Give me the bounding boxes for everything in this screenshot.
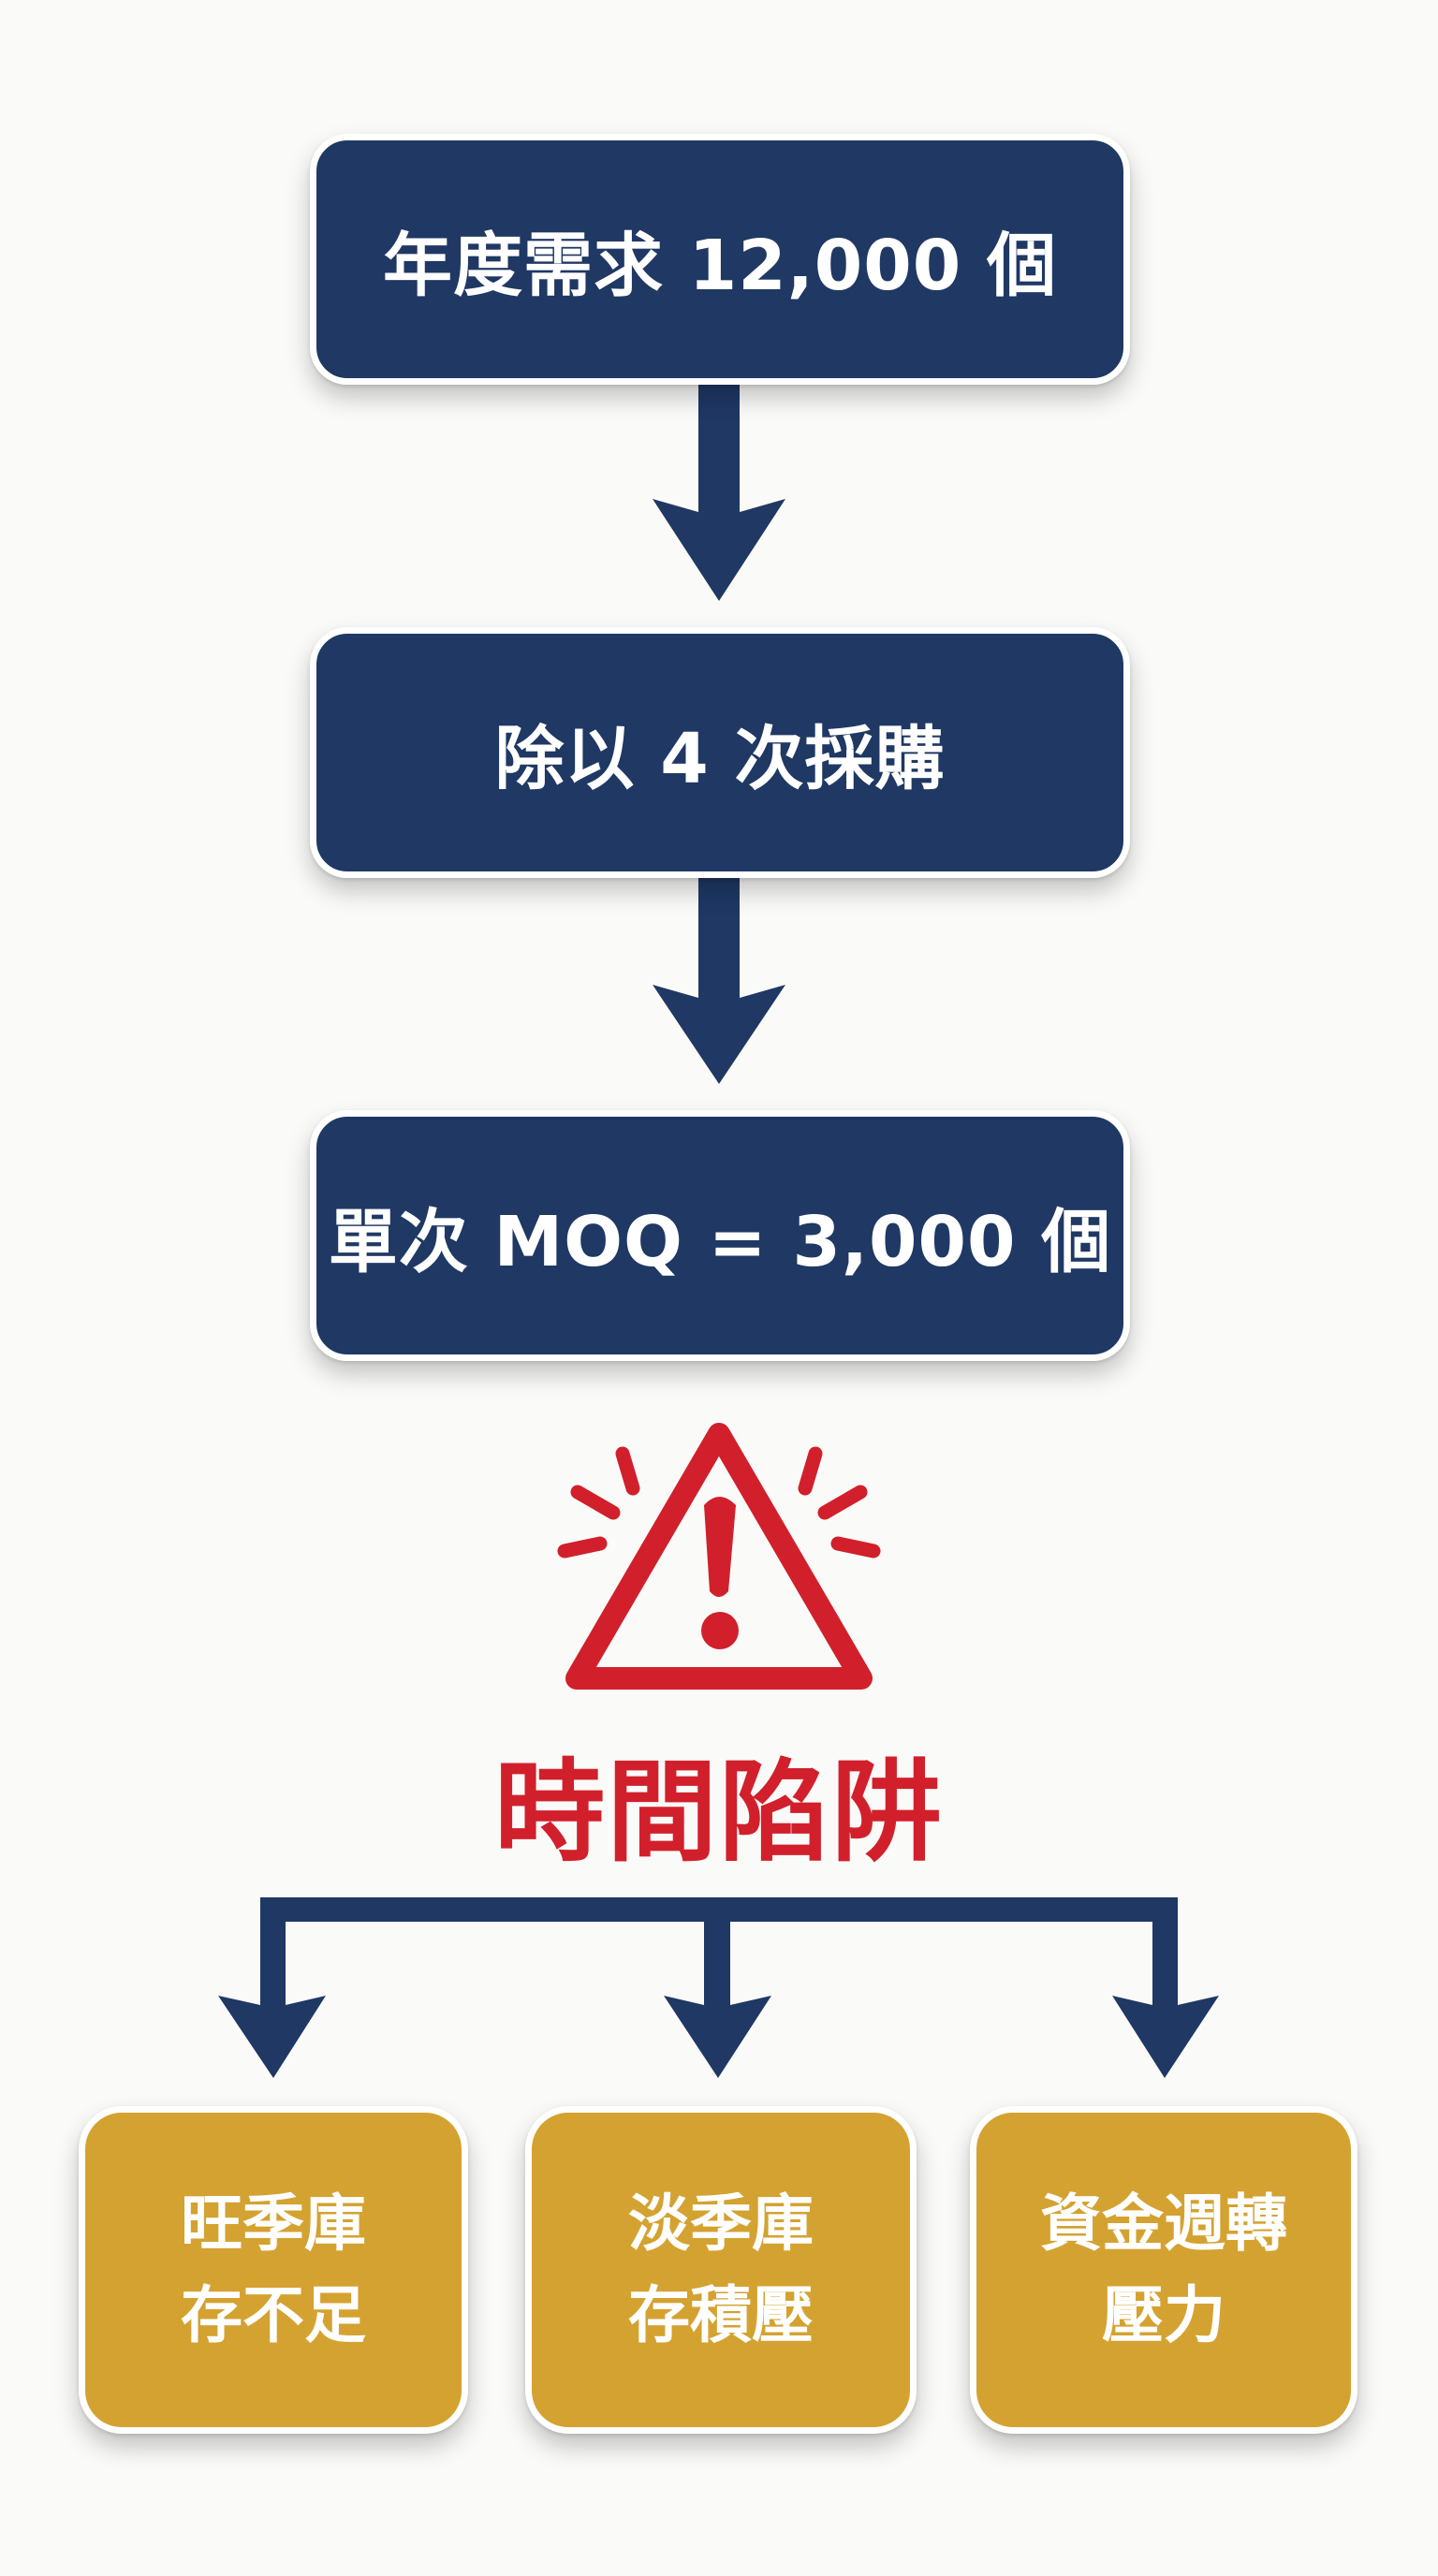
branch-connector xyxy=(260,1897,1178,2008)
arrow-down-icon xyxy=(1112,1996,1219,2078)
warning-title: 時間陷阱 xyxy=(493,1748,944,1877)
outcome-line-2: 存不足 xyxy=(181,2279,366,2351)
step-label: 除以 4 次採購 xyxy=(494,718,946,799)
outcome-box-cashflow-pressure: 資金週轉 壓力 xyxy=(970,2106,1357,2434)
warning-triangle-icon xyxy=(557,1423,881,1690)
exclamation-mark-icon xyxy=(701,1497,739,1649)
outcome-line-1: 淡季庫 xyxy=(628,2188,814,2260)
step-label: 年度需求 12,000 個 xyxy=(382,225,1058,306)
arrow-down-icon xyxy=(653,382,785,601)
step-box-divide-purchases: 除以 4 次採購 xyxy=(310,627,1130,878)
outcome-line-1: 旺季庫 xyxy=(181,2188,366,2260)
step-box-annual-demand: 年度需求 12,000 個 xyxy=(310,134,1130,385)
arrow-down-icon xyxy=(218,1996,326,2078)
outcome-line-2: 壓力 xyxy=(1102,2279,1225,2351)
outcome-line-2: 存積壓 xyxy=(628,2279,814,2351)
arrow-down-icon xyxy=(664,1996,771,2078)
outcome-box-offpeak-overstock: 淡季庫 存積壓 xyxy=(525,2106,917,2434)
outcome-line-1: 資金週轉 xyxy=(1040,2188,1287,2260)
arrow-down-icon xyxy=(653,876,785,1084)
step-box-moq: 單次 MOQ = 3,000 個 xyxy=(310,1110,1130,1361)
step-label: 單次 MOQ = 3,000 個 xyxy=(328,1201,1112,1282)
outcome-box-peak-shortage: 旺季庫 存不足 xyxy=(79,2106,468,2434)
